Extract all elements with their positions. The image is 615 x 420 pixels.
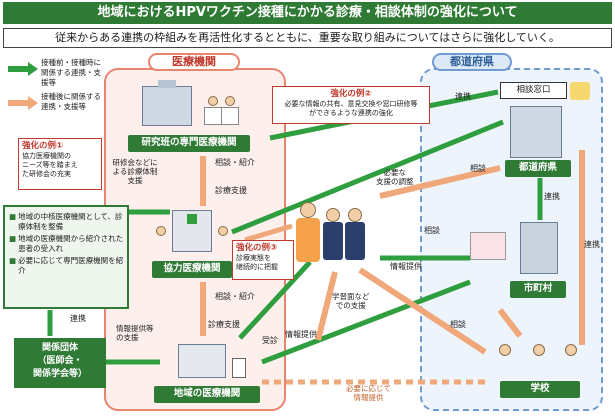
school-icon-group: [485, 340, 590, 376]
edge-label-consult-1: 相談: [424, 226, 440, 235]
example-1-text: 協力医療機関の ニーズ等を踏まえ た研修会の充実: [22, 152, 78, 178]
edge-label-consult-referral-2: 相談・紹介: [215, 292, 255, 301]
bullet-icon: ■: [9, 256, 17, 265]
arrow-muni-school: [497, 308, 523, 338]
syringe-icon: [232, 358, 246, 378]
legend: 接種前・接種時に関係する連携・支援等 接種後に関係する連携・支援等: [8, 58, 103, 128]
student-girl-icon: [348, 208, 362, 222]
bullet-icon: ■: [9, 212, 17, 221]
arrow-cooperating-prefecture: [231, 119, 504, 235]
region-prefecture-label: 都道府県: [432, 53, 512, 71]
arrow-people-learning: [315, 271, 338, 341]
arrow-prefecture-people: [379, 165, 501, 199]
node-cooperating: 協力医療機関: [152, 261, 232, 278]
arrow-muni-local: [261, 279, 471, 365]
municipality-building-icon: [520, 222, 558, 274]
edge-label-collab-top: 連携: [455, 92, 471, 101]
local-clinic-icon: [178, 344, 226, 378]
page-subtitle: 従来からある連携の枠組みを再活性化するとともに、重要な取り組みについてはさらに強…: [3, 28, 612, 48]
people-icon-group: [292, 196, 372, 268]
edge-label-consult-2: 相談: [470, 164, 486, 173]
example-3-title: 強化の例③: [236, 243, 278, 253]
example-box-3: 強化の例③ 診療実態を 継続的に把握: [232, 240, 294, 280]
teacher-icon: [499, 344, 511, 356]
hospital-building-icon: [142, 86, 192, 126]
doctor-icon: [218, 226, 228, 236]
page-title: 地域におけるHPVワクチン接種にかかる診療・相談体制の強化について: [3, 2, 612, 24]
cooperating-icon-group: [150, 206, 240, 256]
doctor-icon: [156, 226, 166, 236]
edge-label-collab-mid: 連携: [544, 192, 560, 201]
region-medical-label: 医療機関: [148, 53, 240, 71]
example-3-text: 診療実態を 継続的に把握: [236, 254, 278, 271]
node-school: 学校: [500, 381, 580, 398]
arrow-people-school: [358, 267, 487, 355]
info-item-3: ■ 必要に応じて専門医療機関を紹介: [9, 256, 124, 275]
local-icon-group: [160, 338, 255, 384]
example-1-title: 強化の例①: [22, 141, 64, 151]
bullet-icon: ■: [9, 234, 17, 243]
edge-label-as-needed-info: 必要に応じて 情報提供: [346, 384, 391, 402]
node-prefecture: 都道府県: [505, 160, 571, 177]
node-specialized: 研究班の専門医療機関: [128, 135, 250, 152]
info-item-1: ■ 地域の中核医療機関として、診療体制を整備: [9, 212, 123, 231]
info-item-2: ■ 地域の医療機関から紹介された患者の受入れ: [9, 234, 124, 253]
node-municipality: 市町村: [510, 281, 566, 298]
doctor-icon: [208, 96, 218, 106]
example-box-2: 強化の例② 必要な情報の共有、意見交換や窓口研修等 ができるような連携の強化: [272, 86, 430, 124]
edge-label-clinical-support-1: 診療支援: [215, 186, 247, 195]
edge-label-info-support: 情報提供等 の支援: [116, 324, 154, 342]
example-box-1: 強化の例① 協力医療機関の ニーズ等を踏まえ た研修会の充実: [18, 138, 102, 190]
legend-green-label: 接種前・接種時に関係する連携・支援等: [41, 58, 101, 87]
parent-icon: [300, 202, 316, 218]
edge-label-info-provide-1: 情報提供: [285, 330, 317, 339]
medical-cross-icon: [187, 214, 197, 224]
legend-orange-label: 接種後に関係する連携・支援等: [41, 92, 101, 111]
teacher-icon: [565, 344, 577, 356]
node-local: 地域の医療機関: [154, 386, 260, 403]
example-2-title: 強化の例②: [330, 89, 372, 99]
student-boy-icon: [326, 208, 340, 222]
edge-label-collab-left: 連携: [70, 314, 86, 323]
node-consult-window: 相談窓口: [500, 82, 567, 99]
edge-label-collab-right: 連携: [584, 240, 600, 249]
prefecture-building-icon: [510, 106, 562, 158]
edge-label-school-support: 学習面など での支援: [332, 292, 370, 310]
node-association: 関係団体 （医師会・ 関係学会等）: [14, 338, 106, 388]
edge-label-clinical-support-2: 診療支援: [208, 320, 240, 329]
left-info-box: ■ 地域の中核医療機関として、診療体制を整備 ■ 地域の医療機関から紹介された患…: [3, 205, 129, 309]
edge-label-consult-referral-1: 相談・紹介: [215, 158, 255, 167]
specialized-icon-group: [128, 80, 246, 132]
edge-label-info-provide-2: 情報提供: [390, 262, 422, 271]
edge-label-training: 研修会などによる診療体制支援: [112, 158, 158, 185]
doctor-icon: [225, 96, 235, 106]
edge-label-consult-3: 相談: [450, 320, 466, 329]
phone-icon: [570, 82, 590, 100]
teacher-icon: [533, 344, 545, 356]
arrow-people-local: [238, 260, 312, 340]
arrow-cooperating-people: [244, 223, 293, 243]
legend-green-arrow: [8, 62, 38, 76]
edge-label-needed-support: 必要な 支援の調整: [376, 168, 414, 186]
edge-label-receive: 受診: [262, 336, 278, 345]
poster-icon: [470, 232, 506, 260]
legend-orange-arrow: [8, 96, 38, 110]
example-2-text: 必要な情報の共有、意見交換や窓口研修等 ができるような連携の強化: [284, 100, 418, 117]
